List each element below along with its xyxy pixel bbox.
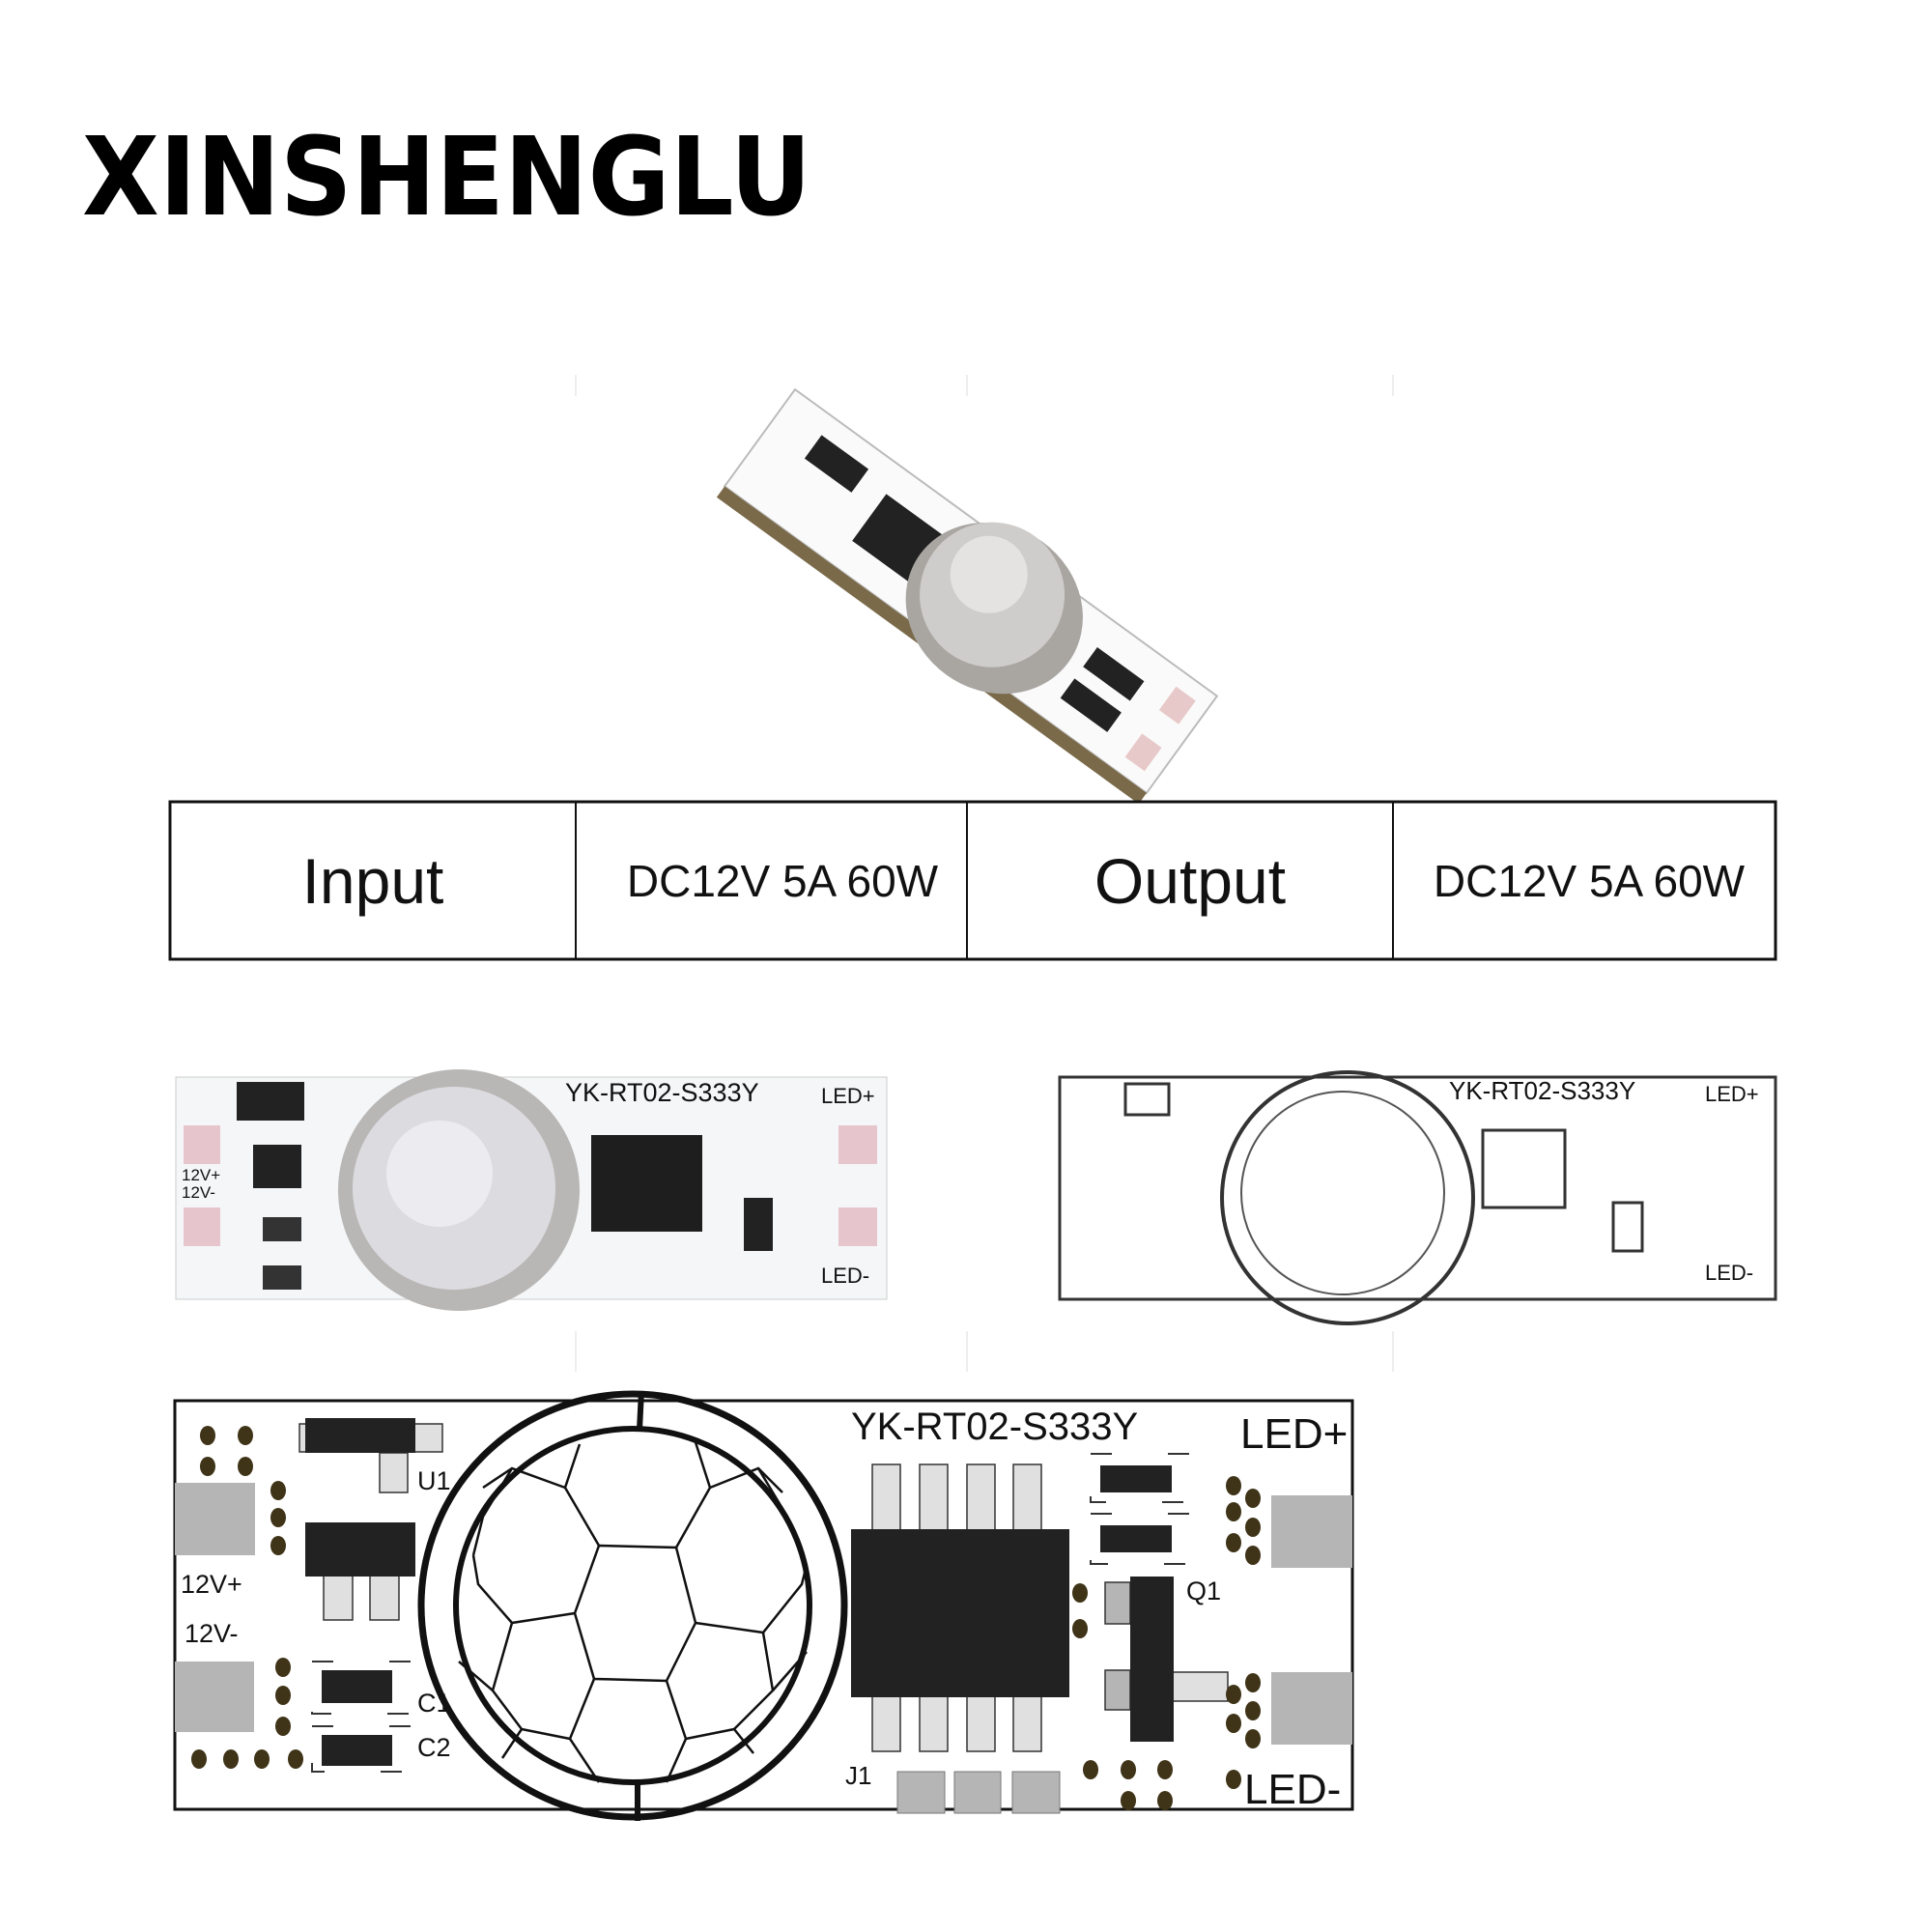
component-c1: C1 [311, 1661, 451, 1718]
component-q1: Q1 [1104, 1577, 1229, 1742]
product-photo-angled [716, 387, 1219, 805]
solder-dots-ic [1072, 1583, 1088, 1638]
output-value: DC12V 5A 60W [1434, 856, 1746, 906]
component-regulator [305, 1522, 415, 1621]
label-led-minus: LED- [1244, 1766, 1341, 1813]
solder-dots-right [1083, 1476, 1261, 1810]
pad-12v-minus [175, 1662, 254, 1732]
component-u1: U1 [298, 1418, 451, 1495]
photo-led-minus: LED- [821, 1264, 869, 1288]
brand-logo: XINSHENGLU [82, 115, 811, 241]
label-u1: U1 [417, 1466, 451, 1495]
solder-dots-left [191, 1426, 303, 1769]
input-label: Input [302, 845, 444, 917]
product-photo-sketch: YK-RT02-S333Y LED+ LED- [1058, 1070, 1777, 1325]
board-diagram: U1 12V+ 12V- C1 C2 [173, 1390, 1354, 1821]
guide-lines [575, 375, 1394, 1372]
sketch-model-label: YK-RT02-S333Y [1449, 1076, 1635, 1105]
label-12v-plus: 12V+ [181, 1570, 242, 1599]
output-label: Output [1094, 845, 1286, 917]
component-ic [851, 1463, 1069, 1752]
label-q1: Q1 [1186, 1577, 1221, 1605]
component-r1 [1090, 1453, 1191, 1503]
photo-led-plus: LED+ [821, 1084, 875, 1108]
photo-12v-minus: 12V- [182, 1183, 215, 1202]
component-c2: C2 [311, 1725, 451, 1773]
product-photo-top: YK-RT02-S333Y LED+ LED- 12V+ 12V- [175, 1069, 888, 1311]
label-j1: J1 [845, 1761, 871, 1790]
connector-j1: J1 [845, 1761, 1061, 1814]
photo-model-label: YK-RT02-S333Y [565, 1078, 759, 1107]
logo-text: XINSHENGLU [82, 115, 811, 241]
pir-sensor-lens [417, 1390, 848, 1821]
photo-12v-plus: 12V+ [182, 1166, 220, 1184]
sketch-led-plus: LED+ [1705, 1082, 1759, 1106]
pad-led-plus [1271, 1495, 1352, 1568]
label-model: YK-RT02-S333Y [851, 1406, 1138, 1448]
pad-12v-plus [175, 1483, 255, 1555]
label-led-plus: LED+ [1240, 1410, 1348, 1458]
input-value: DC12V 5A 60W [627, 856, 939, 906]
spec-table: Input DC12V 5A 60W Output DC12V 5A 60W [168, 800, 1777, 961]
label-12v-minus: 12V- [185, 1619, 239, 1648]
sketch-led-minus: LED- [1705, 1261, 1753, 1285]
component-r2 [1090, 1513, 1191, 1565]
pad-led-minus [1271, 1672, 1352, 1745]
label-c2: C2 [417, 1733, 451, 1762]
